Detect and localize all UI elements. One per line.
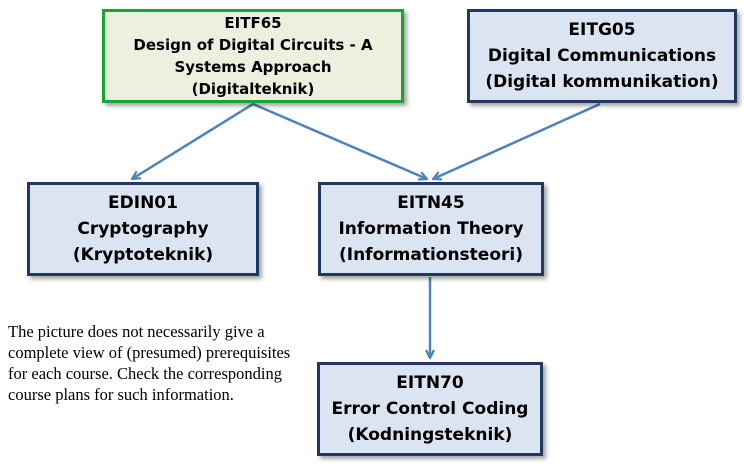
course-box-eitg05: EITG05 Digital Communications (Digital k… xyxy=(467,9,737,103)
arrow-eitf65-to-eitn45 xyxy=(252,102,427,179)
course-swedish-name: (Informationsteori) xyxy=(338,245,523,265)
course-swedish-name: (Kryptoteknik) xyxy=(72,245,214,265)
course-title-continued: Systems Approach xyxy=(174,58,332,76)
course-code: EITF65 xyxy=(224,14,282,32)
disclaimer-note: The picture does not necessarily give a … xyxy=(8,322,291,404)
course-title: Information Theory xyxy=(338,219,524,239)
course-swedish-name: (Digital kommunikation) xyxy=(485,72,719,92)
arrow-eitf65-to-edin01 xyxy=(132,102,254,179)
course-box-eitn70: EITN70 Error Control Coding (Kodningstek… xyxy=(317,362,543,456)
course-box-edin01: EDIN01 Cryptography (Kryptoteknik) xyxy=(27,182,259,276)
course-title: Error Control Coding xyxy=(331,399,529,419)
course-title: Digital Communications xyxy=(487,46,717,66)
course-code: EITN70 xyxy=(396,373,464,393)
course-box-eitf65: EITF65 Design of Digital Circuits - A Sy… xyxy=(102,9,404,103)
course-code: EITN45 xyxy=(397,193,465,213)
course-swedish-name: (Kodningsteknik) xyxy=(347,425,513,445)
course-box-eitn45: EITN45 Information Theory (Informationst… xyxy=(318,182,544,276)
arrow-eitg05-to-eitn45 xyxy=(433,102,601,179)
course-code: EDIN01 xyxy=(108,193,178,213)
course-title: Cryptography xyxy=(77,219,209,239)
course-swedish-name: (Digitalteknik) xyxy=(191,80,315,98)
course-code: EITG05 xyxy=(568,20,636,40)
course-title: Design of Digital Circuits - A xyxy=(133,36,373,54)
